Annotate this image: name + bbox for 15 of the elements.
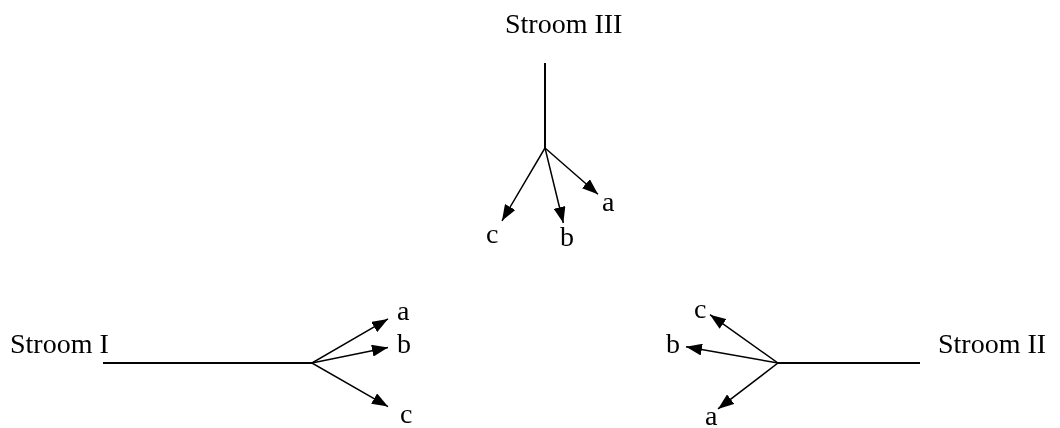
branch-label: a bbox=[602, 188, 616, 216]
branch-label: c bbox=[400, 400, 414, 428]
stream-label: Stroom II bbox=[938, 330, 1048, 358]
stream-label: Stroom I bbox=[10, 330, 110, 358]
branch-label: b bbox=[560, 223, 575, 251]
branch-label: b bbox=[666, 330, 681, 358]
branch-label: b bbox=[397, 330, 412, 358]
arrow bbox=[102, 362, 389, 408]
branch-label: a bbox=[705, 402, 718, 428]
branch-label: c bbox=[694, 295, 708, 323]
branch-label: c bbox=[486, 220, 500, 248]
arrow bbox=[544, 62, 599, 195]
stream-label: Stroom III bbox=[505, 10, 624, 38]
branch-label: a bbox=[397, 297, 411, 325]
arrow bbox=[717, 362, 921, 410]
